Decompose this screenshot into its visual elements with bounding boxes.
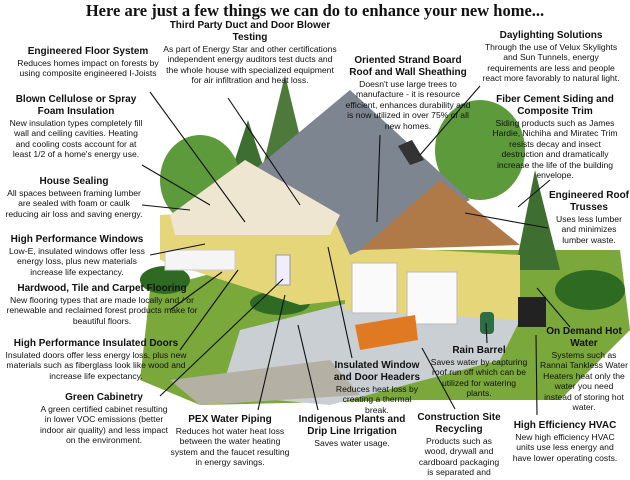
garage-door [351, 262, 398, 314]
callout-heading: High Performance Insulated Doors [13, 338, 179, 349]
callout-body: New insulation types completely fill wal… [9, 118, 143, 160]
callout-indigenous-plants: Indigenous Plants and Drip Line Irrigati… [292, 414, 412, 448]
callout-heading: PEX Water Piping [188, 414, 272, 425]
callout-body: New high efficiency HVAC units use less … [512, 432, 618, 463]
garage-door [406, 271, 458, 325]
callout-body: As part of Energy Star and other certifi… [163, 44, 337, 86]
callout-osb-sheathing: Oriented Strand Board Roof and Wall Shea… [343, 55, 473, 131]
callout-heading: Insulated Window and Door Headers [333, 360, 421, 383]
rain-barrel [480, 312, 494, 334]
callout-heading: Engineered Floor System [27, 46, 149, 57]
callout-heading: High Efficiency HVAC [513, 420, 617, 431]
shrub [140, 266, 190, 294]
callout-heading: Third Party Duct and Door Blower Testing [169, 20, 331, 43]
callout-body: A green certified cabinet resulting in l… [40, 404, 169, 446]
cutaway-attic [170, 160, 340, 235]
callout-body: Products such as wood, drywall and cardb… [418, 436, 500, 480]
window [275, 254, 291, 286]
callout-heading: High Performance Windows [10, 234, 144, 245]
callout-heading: Hardwood, Tile and Carpet Flooring [17, 283, 187, 294]
callout-heading: On Demand Hot Water [546, 326, 622, 349]
callout-body: Saves water by capturing roof run off wh… [430, 357, 528, 399]
callout-heading: Green Cabinetry [65, 392, 143, 403]
callout-body: Systems such as Rannai Tankless Water He… [540, 350, 628, 413]
skylight [398, 140, 424, 165]
callout-heading: Oriented Strand Board Roof and Wall Shea… [349, 55, 467, 78]
pine-tree [230, 120, 266, 175]
callout-body: Siding products such as James Hardie, Ni… [492, 118, 618, 181]
callout-heading: Engineered Roof Trusses [549, 190, 630, 213]
callout-heading: Indigenous Plants and Drip Line Irrigati… [298, 414, 406, 437]
shrub [555, 270, 625, 310]
callout-body: Low-E, insulated windows offer less ener… [9, 246, 145, 277]
dumpster [355, 315, 418, 350]
pine-tree [515, 170, 560, 270]
porch [164, 249, 236, 271]
page-title: Here are just a few things we can do to … [85, 1, 545, 20]
hvac-unit [518, 297, 546, 327]
callout-body: New flooring types that are made locally… [6, 295, 198, 326]
callout-heading: Rain Barrel [452, 345, 506, 356]
tree [435, 100, 525, 200]
callout-body: Reduces homes impact on forests by using… [17, 58, 159, 79]
callout-body: All spaces between framing lumber are se… [5, 188, 143, 219]
callout-body: Through the use of Velux Skylights and S… [482, 42, 620, 84]
callout-arrows [141, 85, 571, 416]
callout-heading: Blown Cellulose or Spray Foam Insulation [15, 94, 137, 117]
garage-roof-cutaway [360, 180, 520, 250]
callout-heading: Fiber Cement Siding and Composite Trim [496, 94, 614, 117]
callout-body: Saves water usage. [314, 438, 390, 448]
callout-body: Reduces hot water heat loss between the … [170, 426, 290, 468]
callout-heading: Daylighting Solutions [499, 30, 603, 41]
callout-heading: House Sealing [39, 176, 109, 187]
callout-body: Doesn't use large trees to manufacture -… [345, 79, 471, 131]
callout-heading: Construction Site Recycling [417, 412, 501, 435]
callout-body: Reduces heat loss by creating a thermal … [335, 384, 419, 415]
callout-body: Uses less lumber and minimizes lumber wa… [556, 214, 622, 245]
callout-body: Insulated doors offer less energy loss, … [5, 350, 187, 381]
callout-insulation: Blown Cellulose or Spray Foam Insulation… [7, 94, 145, 160]
callout-duct-blower-testing: Third Party Duct and Door Blower Testing… [162, 20, 338, 86]
